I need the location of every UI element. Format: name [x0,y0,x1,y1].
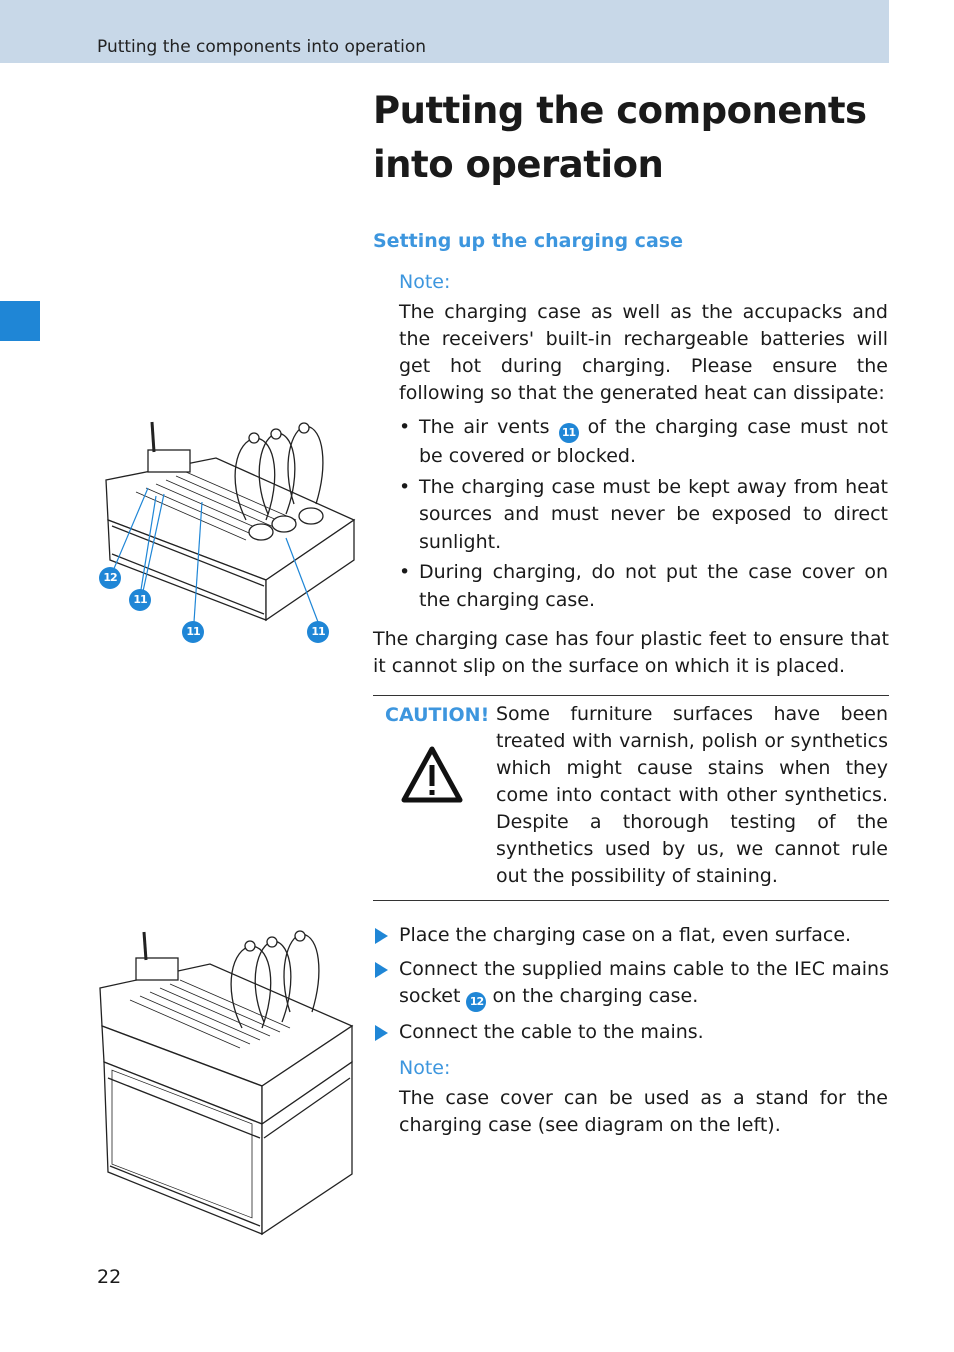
list-item: Connect the supplied mains cable to the … [373,956,889,1012]
list-item: • During charging, do not put the case c… [399,559,888,614]
list-item: • The air vents 11 of the charging case … [399,414,888,471]
note-text: The charging case as well as the accupac… [399,301,888,404]
bullet-text: During charging, do not put the case cov… [419,561,888,611]
charging-case-illustration: 12 11 11 11 [96,420,362,643]
step-text-after: on the charging case. [492,985,699,1007]
note-label: Note: [399,1057,451,1079]
callout-badge: 11 [307,621,329,643]
instruction-steps: Place the charging case on a flat, even … [373,922,889,1053]
page-number: 22 [97,1266,122,1288]
page-title: Putting the components into operation [373,89,867,186]
step-text-before: Connect the supplied mains cable to the … [399,958,889,1007]
callout-badge: 12 [99,567,121,589]
bullet-text-before: The air vents [419,416,550,438]
caution-text: Some furniture surfaces have been treate… [496,703,888,887]
step-text: Connect the cable to the mains. [399,1021,704,1043]
note-bullet-list: • The air vents 11 of the charging case … [399,414,888,617]
header-band [0,0,889,63]
warning-triangle-icon [401,746,463,808]
list-item: • The charging case must be kept away fr… [399,474,888,557]
feet-paragraph: The charging case has four plastic feet … [373,628,889,677]
chapter-tab-marker [0,301,40,341]
section-heading: Setting up the charging case [373,230,683,252]
note-text: The case cover can be used as a stand fo… [399,1087,888,1136]
reference-number-badge: 12 [466,992,487,1012]
note-label: Note: [399,271,451,293]
bullet-dot-icon: • [399,475,411,498]
running-header: Putting the components into operation [97,37,427,57]
case-on-stand-illustration [96,928,358,1242]
bullet-dot-icon: • [399,416,411,438]
caution-label: CAUTION! [385,704,490,726]
step-arrow-icon [375,928,388,944]
caution-bottom-divider [373,900,889,901]
caution-top-divider [373,695,889,696]
step-text: Place the charging case on a flat, even … [399,924,852,946]
reference-number-badge: 11 [558,423,579,443]
list-item: Connect the cable to the mains. [373,1019,889,1046]
step-arrow-icon [375,1025,388,1041]
callout-badge: 11 [129,589,151,611]
bullet-text-after: of the charging case must not be covered… [419,416,889,467]
bullet-text: The charging case must be kept away from… [419,475,888,553]
bullet-dot-icon: • [399,561,411,583]
step-arrow-icon [375,962,388,978]
list-item: Place the charging case on a flat, even … [373,922,889,949]
callout-badge: 11 [182,621,204,643]
